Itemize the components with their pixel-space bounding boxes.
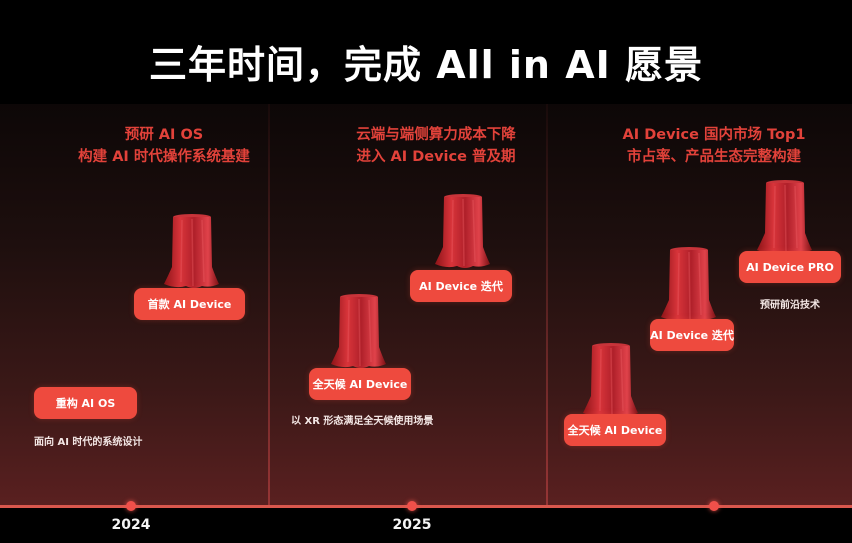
milestone-ai-device-pro: AI Device PRO xyxy=(739,251,841,283)
milestone-caption: 以 XR 形态满足全天候使用场景 xyxy=(291,416,434,427)
milestone-all-day-ai-device: 全天候 AI Device xyxy=(564,414,666,446)
column-divider xyxy=(268,104,270,507)
heading-line: 预研 AI OS xyxy=(124,127,204,143)
milestone-ai-device-iteration: AI Device 迭代 xyxy=(650,319,734,351)
timeline-axis xyxy=(0,505,852,508)
milestone-ai-device-iteration: AI Device 迭代 xyxy=(410,270,512,302)
covered-pedestal-icon xyxy=(755,178,813,256)
covered-pedestal-icon xyxy=(433,192,491,270)
year-label-2025: 2025 xyxy=(392,517,432,533)
covered-pedestal-icon xyxy=(329,292,387,370)
covered-pedestal-icon xyxy=(162,212,220,290)
milestone-rebuild-ai-os: 重构 AI OS xyxy=(34,387,137,419)
timeline-dot xyxy=(126,501,136,511)
milestone-first-ai-device: 首款 AI Device xyxy=(134,288,245,320)
covered-pedestal-icon xyxy=(659,245,717,323)
timeline-dot xyxy=(709,501,719,511)
heading-line: 构建 AI 时代操作系统基建 xyxy=(78,149,250,165)
year-label-2024: 2024 xyxy=(111,517,151,533)
heading-line: AI Device 国内市场 Top1 xyxy=(622,127,806,143)
heading-line: 云端与端侧算力成本下降 xyxy=(356,127,516,143)
milestone-caption: 预研前沿技术 xyxy=(760,300,820,311)
column-heading-2025: 云端与端侧算力成本下降 进入 AI Device 普及期 xyxy=(306,124,566,168)
covered-pedestal-icon xyxy=(581,341,639,419)
heading-line: 进入 AI Device 普及期 xyxy=(356,149,516,165)
milestone-all-day-ai-device: 全天候 AI Device xyxy=(309,368,411,400)
timeline-dot xyxy=(407,501,417,511)
column-heading-2026: AI Device 国内市场 Top1 市占率、产品生态完整构建 xyxy=(584,124,844,168)
heading-line: 市占率、产品生态完整构建 xyxy=(627,149,801,165)
column-divider xyxy=(546,104,548,507)
page-title: 三年时间，完成 All in AI 愿景 xyxy=(148,43,703,87)
column-heading-2024: 预研 AI OS 构建 AI 时代操作系统基建 xyxy=(34,124,294,168)
milestone-caption: 面向 AI 时代的系统设计 xyxy=(34,437,143,448)
